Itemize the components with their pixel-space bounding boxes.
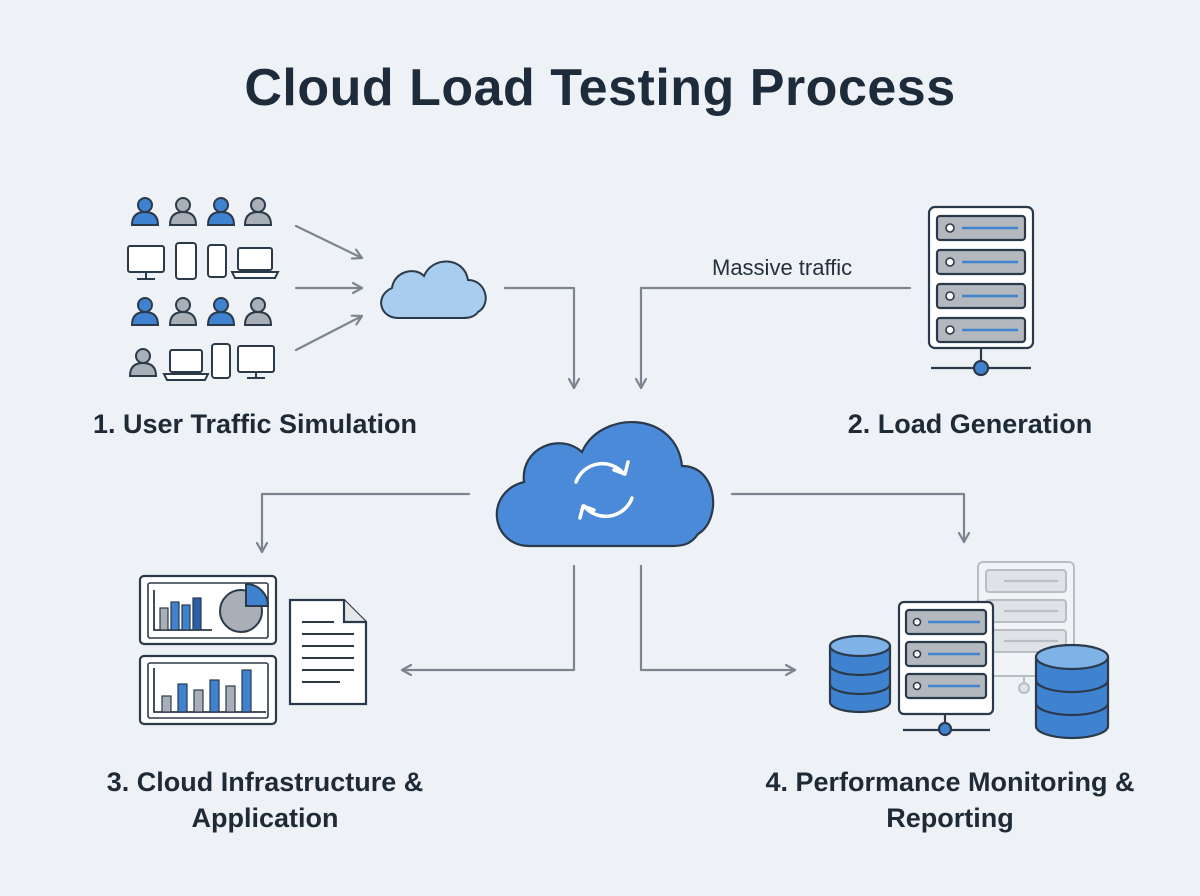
- laptop-icon: [162, 349, 210, 381]
- user-icon: [169, 297, 197, 326]
- user-traffic-icons: [127, 197, 280, 381]
- user-icon: [207, 297, 235, 326]
- desktop-monitor-icon: [127, 245, 165, 280]
- edge-label-massive-traffic: Massive traffic: [712, 255, 853, 280]
- user-icon: [244, 297, 272, 326]
- user-icon: [244, 197, 272, 226]
- arrow-users-to-cloud-3: [294, 316, 364, 352]
- desktop-monitor-icon: [237, 345, 275, 379]
- page-title: Cloud Load Testing Process: [244, 59, 956, 117]
- step-label-load-generation: 2. Load Generation: [847, 409, 1093, 439]
- arrow-users-to-cloud-1: [294, 224, 364, 258]
- user-icon: [169, 197, 197, 226]
- arrow-center-to-monitoring: [639, 564, 797, 670]
- document-icon: [288, 598, 368, 706]
- server-rack-icon: [897, 600, 995, 737]
- laptop-icon: [230, 247, 280, 279]
- smartphone-icon: [175, 242, 197, 280]
- user-icon: [207, 197, 235, 226]
- smartphone-icon: [211, 343, 231, 379]
- arrow-cloud-to-center: [503, 286, 574, 390]
- step-label-user-traffic-simulation: 1. User Traffic Simulation: [92, 409, 418, 439]
- cloud-icon: [380, 260, 487, 319]
- step-label-performance-monitoring: 4. Performance Monitoring & Reporting: [765, 767, 1135, 833]
- arrow-center-to-infra: [400, 564, 576, 670]
- user-icon: [129, 348, 157, 377]
- bar-chart-dashboard-icon: [138, 654, 278, 726]
- arrow-center-to-monitoring-top: [730, 492, 964, 544]
- cloud-sync-icon: [495, 421, 715, 548]
- arrow-center-to-infra-top: [262, 492, 471, 554]
- database-icon: [828, 634, 892, 714]
- server-rack-icon: [927, 205, 1035, 377]
- smartphone-icon: [207, 244, 227, 278]
- arrow-loadgen-to-center: [641, 286, 912, 390]
- database-icon: [1034, 643, 1110, 740]
- user-icon: [131, 297, 159, 326]
- step-label-cloud-infrastructure: 3. Cloud Infrastructure & Application: [106, 767, 424, 833]
- user-icon: [131, 197, 159, 226]
- pie-chart-icon: [219, 582, 270, 633]
